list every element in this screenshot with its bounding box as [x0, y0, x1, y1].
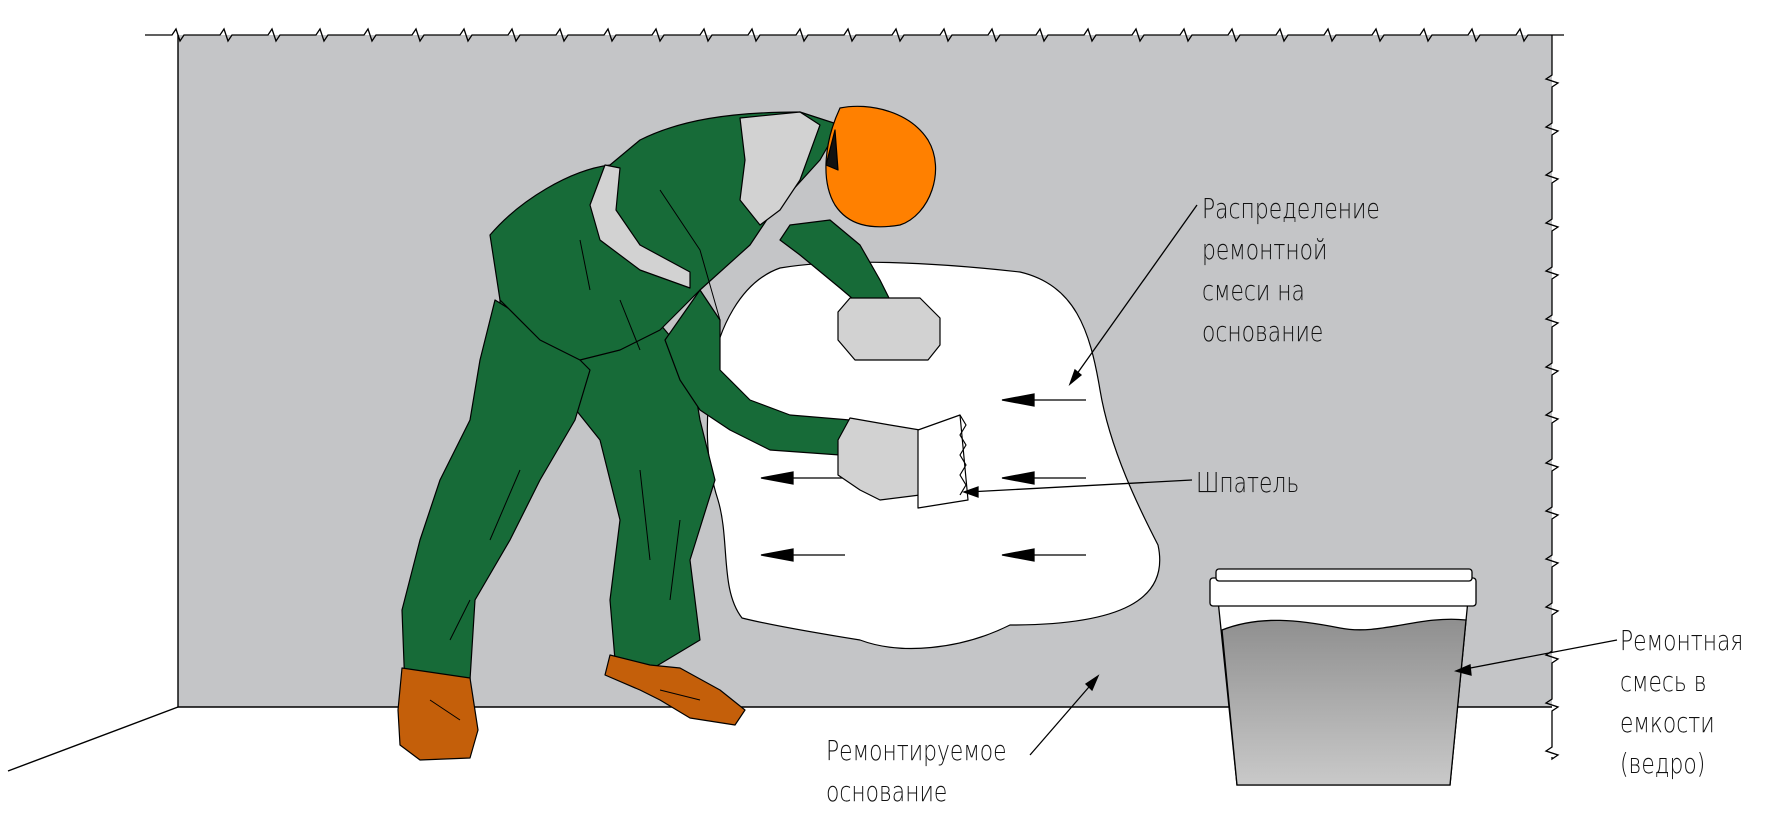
- worker-upper-glove: [837, 297, 941, 361]
- worker-front-boot: [397, 667, 479, 761]
- label-distribution-line-3: смеси на: [1202, 274, 1305, 307]
- worker-lower-glove: [837, 417, 931, 501]
- worker-reflective-stripe: [589, 164, 691, 289]
- label-distribution: Распределение ремонтной смеси на основан…: [1202, 188, 1380, 352]
- label-substrate: Ремонтируемое основание: [826, 730, 1007, 812]
- label-spatula-line-1: Шпатель: [1196, 466, 1300, 499]
- label-bucket-mix-line-1: Ремонтная: [1620, 624, 1744, 657]
- leader-distribution: [1073, 204, 1198, 379]
- leader-bucket-mix: [1459, 639, 1618, 671]
- worker-collar: [739, 111, 821, 226]
- worker-helmet: [825, 105, 937, 228]
- label-bucket-mix-line-3: емкости: [1620, 706, 1715, 739]
- floor-line: [7, 706, 179, 772]
- spread-direction-arrows: [760, 393, 1086, 562]
- bucket-mix: [1221, 618, 1467, 786]
- label-distribution-line-1: Распределение: [1202, 192, 1380, 225]
- spatula: [917, 414, 969, 509]
- bucket-lid-top: [1215, 568, 1473, 582]
- wall-top-break-line: [145, 27, 1564, 43]
- label-bucket-mix: Ремонтная смесь в емкости (ведро): [1620, 620, 1743, 784]
- wall-left-edge: [177, 35, 1552, 708]
- worker-face: [825, 129, 839, 171]
- label-bucket-mix-line-2: смесь в: [1620, 665, 1707, 698]
- label-spatula: Шпатель: [1196, 462, 1299, 503]
- worker-back-boot: [604, 654, 746, 726]
- spatula-teeth: [959, 414, 967, 496]
- label-substrate-line-2: основание: [826, 775, 948, 808]
- label-distribution-line-2: ремонтной: [1202, 233, 1328, 266]
- label-bucket-mix-line-4: (ведро): [1620, 747, 1706, 780]
- bucket-lid: [1209, 577, 1477, 607]
- bucket: [1209, 568, 1477, 786]
- label-substrate-line-1: Ремонтируемое: [826, 734, 1007, 767]
- wall-right-break-line: [1544, 35, 1560, 761]
- worker: [397, 105, 969, 761]
- leader-spatula: [967, 479, 1193, 493]
- label-distribution-line-4: основание: [1202, 315, 1324, 348]
- leader-lines: [962, 204, 1618, 756]
- leader-substrate: [1029, 679, 1096, 756]
